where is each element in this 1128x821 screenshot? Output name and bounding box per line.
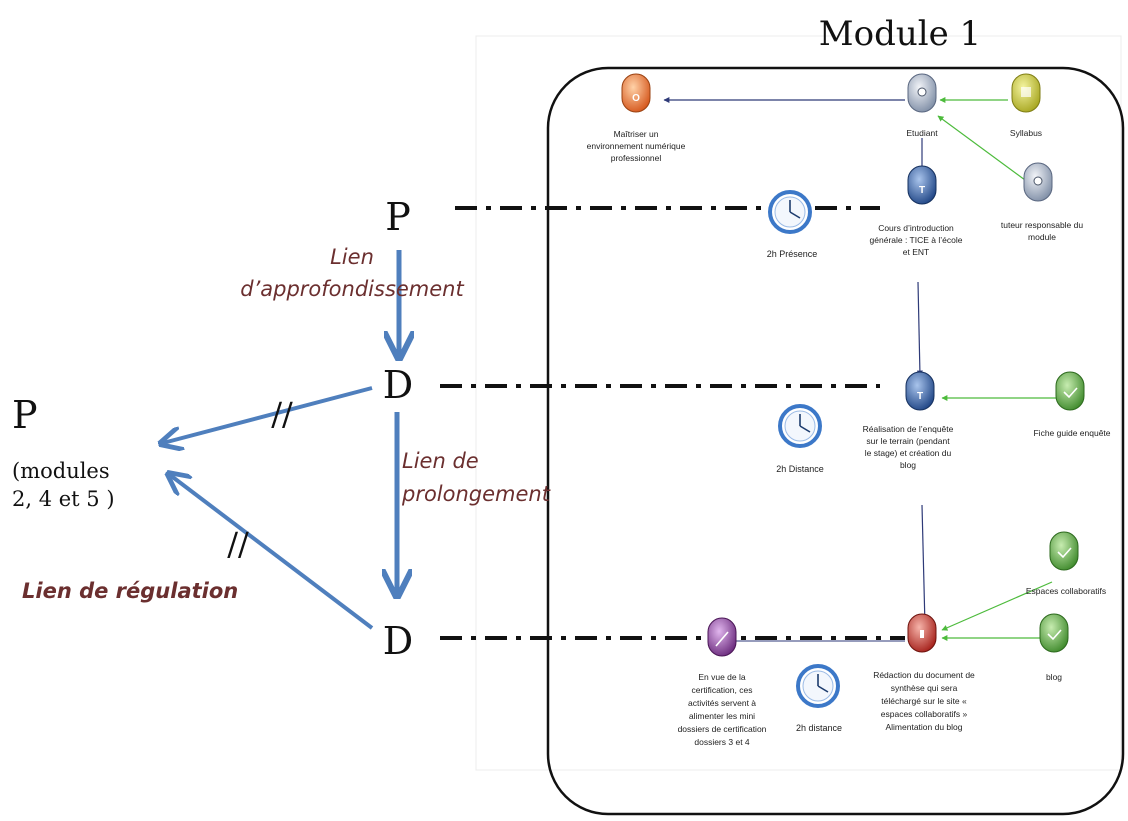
- svg-text:Etudiant: Etudiant: [906, 128, 938, 138]
- node-maitriser: O Maîtriser un environnement numérique p…: [587, 73, 686, 163]
- edge-espaces-redaction: [941, 581, 1053, 631]
- node-syllabus: Syllabus: [1010, 73, 1042, 138]
- level-d-middle: D: [383, 363, 413, 407]
- resource-icon: [1049, 531, 1079, 571]
- svg-text:environnement numérique: environnement numérique: [587, 141, 686, 151]
- svg-text:T: T: [917, 391, 923, 402]
- svg-text:activités servent à: activités servent à: [688, 698, 756, 708]
- clock-icon: [778, 404, 822, 448]
- svg-text:et ENT: et ENT: [903, 247, 929, 257]
- svg-text:blog: blog: [900, 460, 916, 470]
- svg-text:générale : TICE à l’école: générale : TICE à l’école: [870, 235, 963, 245]
- svg-text:synthèse qui sera: synthèse qui sera: [891, 683, 958, 693]
- svg-text:En vue de la: En vue de la: [698, 672, 746, 682]
- svg-text:certification, ces: certification, ces: [692, 685, 753, 695]
- svg-text:2h Distance: 2h Distance: [776, 464, 824, 474]
- node-redaction: Rédaction du document de synthèse qui se…: [873, 613, 975, 732]
- link-approfondissement-line-2: d’approfondissement: [240, 277, 464, 301]
- node-fiche: Fiche guide enquête: [1033, 371, 1111, 438]
- link-approfondissement-line-1: Lien: [330, 245, 374, 269]
- link-regulation: Lien de régulation: [22, 579, 238, 603]
- svg-text:tuteur responsable du: tuteur responsable du: [1001, 220, 1083, 230]
- clock-distance-2: 2h distance: [796, 664, 842, 733]
- svg-text:le stage) et création du: le stage) et création du: [865, 448, 952, 458]
- svg-text:espaces collaboratifs »: espaces collaboratifs »: [881, 709, 968, 719]
- level-p-left: P: [12, 393, 38, 437]
- svg-text:alimenter les mini: alimenter les mini: [689, 711, 755, 721]
- node-realisation: T Réalisation de l’enquête sur le terrai…: [863, 371, 954, 470]
- svg-text:Cours d’introduction: Cours d’introduction: [878, 223, 954, 233]
- svg-text:2h distance: 2h distance: [796, 723, 842, 733]
- svg-text:dossiers de certification: dossiers de certification: [678, 724, 767, 734]
- arrow-d-to-p-modules: [163, 386, 373, 443]
- svg-text:T: T: [919, 185, 925, 196]
- node-tuteur: tuteur responsable du module: [1001, 162, 1083, 242]
- node-cours: T Cours d’introduction générale : TICE à…: [870, 165, 963, 257]
- module-box: [546, 66, 1125, 816]
- note-icon: [707, 617, 737, 657]
- svg-text:Espaces collaboratifs: Espaces collaboratifs: [1026, 586, 1106, 596]
- level-p-left-sub-2: 2, 4 et 5 ): [12, 487, 115, 511]
- node-espaces: Espaces collaboratifs: [1026, 531, 1106, 596]
- activity-icon: [905, 371, 935, 411]
- svg-text:Fiche guide enquête: Fiche guide enquête: [1033, 428, 1110, 438]
- clock-distance-1: 2h Distance: [776, 404, 824, 474]
- svg-text:O: O: [632, 93, 640, 104]
- clock-icon: [768, 190, 812, 234]
- svg-text:module: module: [1028, 232, 1056, 242]
- edge-realisation-redaction: [921, 504, 928, 627]
- svg-text:sur le terrain (pendant: sur le terrain (pendant: [866, 436, 950, 446]
- svg-text:blog: blog: [1046, 672, 1062, 682]
- break-mark-lower: //: [227, 525, 249, 563]
- module-title: Module 1: [819, 14, 981, 54]
- level-p-left-sub-1: (modules: [12, 459, 110, 483]
- clock-presence: 2h Présence: [767, 190, 818, 259]
- objective-icon: [621, 73, 651, 113]
- svg-text:téléchargé sur le site «: téléchargé sur le site «: [881, 696, 967, 706]
- svg-text:professionnel: professionnel: [611, 153, 662, 163]
- resource-icon: [1039, 613, 1069, 653]
- svg-text:Rédaction du document de: Rédaction du document de: [873, 670, 975, 680]
- resource-icon: [1055, 371, 1085, 411]
- embedded-screenshot-frame: [475, 35, 1122, 771]
- level-p-top: P: [385, 195, 411, 239]
- link-prolongement-line-1: Lien de: [402, 449, 479, 473]
- node-certification: En vue de la certification, ces activité…: [678, 617, 767, 747]
- clock-icon: [796, 664, 840, 708]
- svg-text:Réalisation de l’enquête: Réalisation de l’enquête: [863, 424, 954, 434]
- edge-cours-realisation: [916, 281, 923, 377]
- node-etudiant: Etudiant: [906, 73, 938, 138]
- svg-text:Syllabus: Syllabus: [1010, 128, 1042, 138]
- arrow-regulation: [170, 475, 374, 630]
- edge-tuteur-etudiant: [937, 115, 1026, 181]
- level-d-bottom: D: [383, 619, 413, 663]
- node-blog: blog: [1039, 613, 1069, 682]
- svg-text:2h Présence: 2h Présence: [767, 249, 818, 259]
- svg-text:Alimentation du blog: Alimentation du blog: [885, 722, 962, 732]
- svg-text:dossiers 3 et 4: dossiers 3 et 4: [694, 737, 750, 747]
- break-mark-upper: //: [271, 395, 293, 433]
- activity-icon: [907, 165, 937, 205]
- link-prolongement-line-2: prolongement: [401, 482, 551, 506]
- svg-text:Maîtriser un: Maîtriser un: [614, 129, 659, 139]
